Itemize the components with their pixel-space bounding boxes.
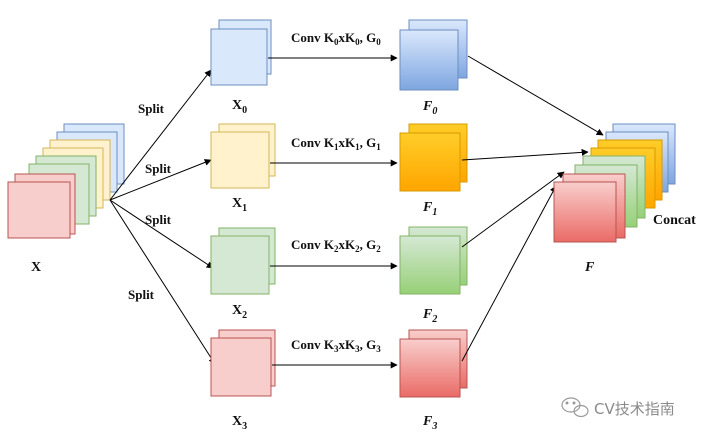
x0-label: X0	[232, 98, 247, 116]
x0-stack	[210, 19, 272, 86]
input-feature-stack	[7, 123, 125, 239]
output-label: F	[584, 260, 595, 275]
conv2-label: Conv K2xK2, G2	[291, 237, 381, 254]
watermark-text: CV技术指南	[594, 400, 675, 418]
f2-label: F2	[422, 307, 437, 325]
output-feature-stack	[553, 123, 676, 243]
concat-label: Concat	[653, 213, 696, 228]
x3-stack	[210, 329, 276, 397]
f0-stack	[399, 19, 468, 91]
x3-label: X3	[232, 414, 247, 432]
input-label: X	[31, 260, 41, 275]
split-label-2: Split	[145, 212, 172, 227]
concat-arrows	[461, 55, 604, 362]
conv3-label: Conv K3xK3, G3	[291, 337, 381, 354]
f1-label: F1	[422, 200, 437, 218]
conv1-label: Conv K1xK1, G1	[291, 135, 381, 152]
split-label-1: Split	[145, 161, 172, 176]
f3-stack	[399, 329, 468, 398]
x1-label: X1	[232, 196, 247, 214]
x2-label: X2	[232, 303, 247, 321]
f3-label: F3	[422, 414, 437, 432]
split-arrows	[109, 69, 216, 365]
split-label-3: Split	[128, 287, 155, 302]
x2-stack	[210, 227, 276, 295]
conv0-label: Conv K0xK0, G0	[291, 30, 381, 47]
split-label-0: Split	[138, 101, 165, 116]
x1-stack	[210, 123, 276, 189]
wechat-icon	[561, 397, 589, 418]
f2-stack	[399, 226, 468, 295]
f1-stack	[399, 123, 468, 192]
f0-label: F0	[422, 99, 437, 117]
